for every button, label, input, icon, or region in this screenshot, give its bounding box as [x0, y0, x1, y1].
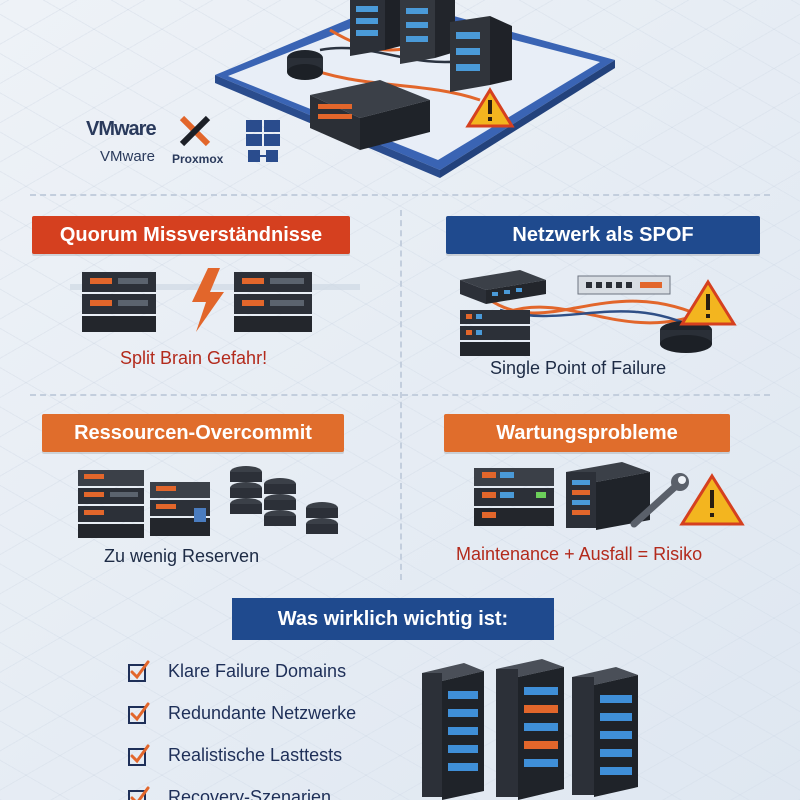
server-stack [460, 310, 530, 356]
summary-checklist: Klare Failure Domains Redundante Netzwer… [128, 650, 428, 800]
server-stack-left [78, 470, 144, 538]
panel-spof: Netzwerk als SPOF [410, 200, 790, 390]
list-item: Klare Failure Domains [128, 650, 428, 692]
checklist-item-label: Recovery-Szenarien [168, 786, 332, 800]
warning-icon [679, 473, 745, 526]
banner-spof: Netzwerk als SPOF [446, 216, 760, 254]
rack-3 [572, 667, 638, 797]
disk-drum [660, 321, 712, 353]
warning-icon [679, 279, 737, 326]
checklist-item-label: Realistische Lasttests [168, 744, 343, 765]
rack-1 [422, 663, 484, 800]
network-spof-illustration [460, 270, 737, 356]
panel-quorum: Quorum Missverständnisse Split Brain Gef… [20, 200, 400, 390]
proxmox-label: Proxmox [172, 152, 224, 166]
caption-overcommit: Zu wenig Reserven [104, 546, 260, 566]
checkbox-checked-icon [128, 786, 150, 800]
checkbox-checked-icon [128, 660, 150, 682]
vmware-logo: VMware [86, 118, 157, 140]
banner-maintenance: Wartungsprobleme [444, 414, 730, 452]
server-stack-left [474, 468, 554, 526]
rack-2 [496, 659, 564, 800]
caption-quorum: Split Brain Gefahr! [120, 348, 268, 368]
summary-title: Was wirklich wichtig ist: [232, 598, 554, 640]
list-item: Recovery-Szenarien [128, 776, 428, 800]
overcommit-illustration [78, 466, 338, 538]
divider-middle [30, 394, 770, 396]
maintenance-illustration [474, 462, 745, 530]
caption-spof: Single Point of Failure [490, 358, 667, 378]
rack-open [566, 462, 650, 530]
hyperv-logo-icon [246, 120, 280, 162]
hero-server-cluster [215, 0, 615, 178]
vmware-label: VMware [100, 148, 156, 165]
hero-illustration: VMware VMware Proxmox [0, 0, 800, 190]
hypervisor-logos: VMware VMware Proxmox [86, 112, 306, 174]
divider-top [30, 194, 770, 196]
switch-top [460, 270, 546, 304]
server-stack-middle [150, 482, 210, 536]
checklist-item-label: Klare Failure Domains [168, 660, 347, 681]
server-right [234, 272, 312, 332]
checkbox-checked-icon [128, 744, 150, 766]
switch-right [577, 275, 671, 295]
disk-stack [230, 466, 338, 534]
panel-maintenance: Wartungsprobleme [410, 400, 790, 590]
checkbox-checked-icon [128, 702, 150, 724]
banner-quorum: Quorum Missverständnisse [32, 216, 350, 254]
wrench-icon [630, 473, 689, 528]
lightning-icon [192, 268, 224, 332]
server-left [82, 272, 156, 332]
banner-overcommit: Ressourcen-Overcommit [42, 414, 344, 452]
server-racks-illustration [422, 659, 638, 800]
caption-maintenance: Maintenance + Ausfall = Risiko [456, 544, 703, 564]
list-item: Realistische Lasttests [128, 734, 428, 776]
list-item: Redundante Netzwerke [128, 692, 428, 734]
panel-overcommit: Ressourcen-Overcommit [20, 400, 400, 590]
split-brain-illustration [70, 268, 360, 332]
proxmox-logo-icon [179, 115, 211, 147]
checklist-item-label: Redundante Netzwerke [168, 702, 357, 723]
